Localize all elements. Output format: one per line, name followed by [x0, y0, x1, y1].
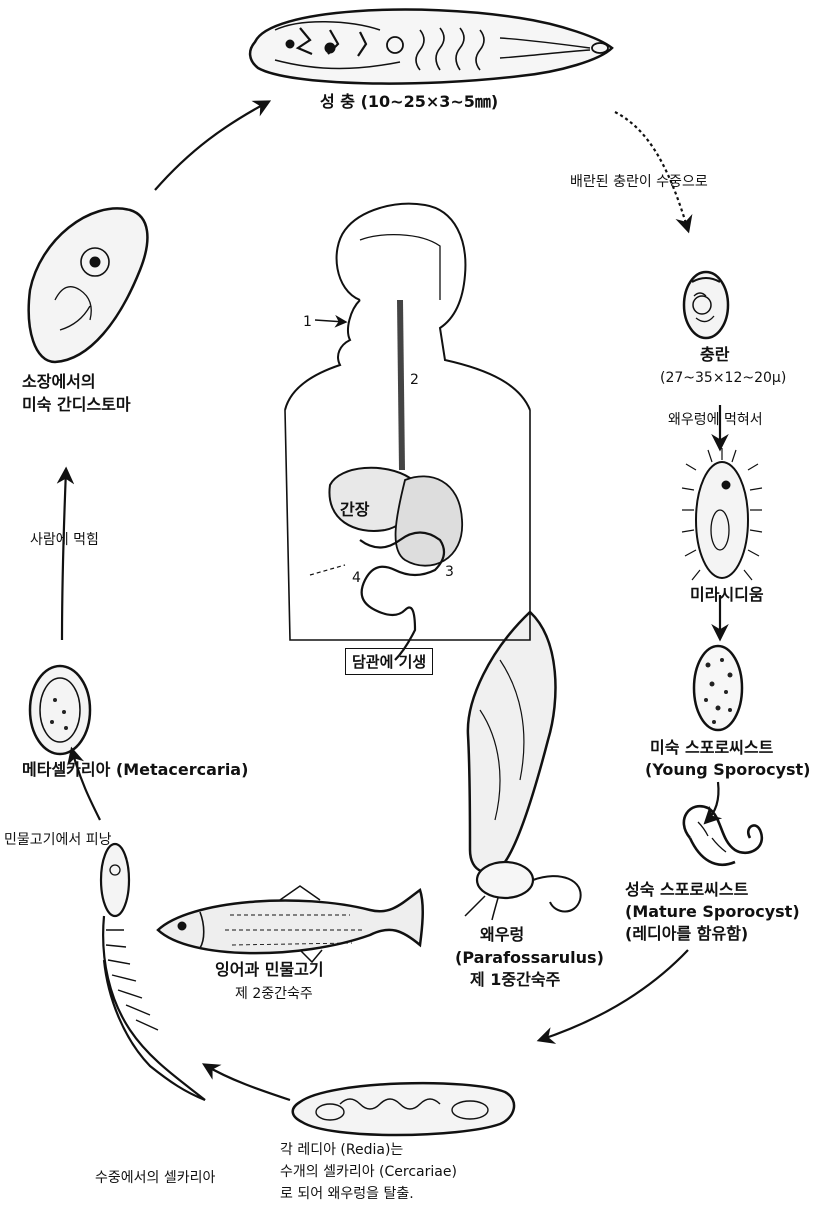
egg-eaten-label: 왜우렁에 먹혀서 — [668, 410, 763, 430]
fig-number-1: 1 — [303, 312, 312, 332]
snail-en-label: (Parafossarulus) — [455, 948, 604, 968]
fish-encyst-label: 민물고기에서 피낭 — [4, 830, 112, 850]
metacercaria-illustration — [30, 666, 90, 754]
liver-label: 간장 — [340, 500, 369, 520]
adult-fluke-illustration — [250, 10, 612, 84]
snail-role-label: 제 1중간숙주 — [470, 970, 560, 990]
redia-line3-label: 로 되어 왜우렁을 탈출. — [280, 1184, 414, 1204]
cercaria-illustration — [101, 844, 205, 1100]
redia-illustration — [293, 1083, 514, 1135]
egg-to-water-label: 배란된 충란이 수중으로 — [570, 172, 708, 192]
miracidium-label: 미라시디움 — [690, 585, 764, 605]
mature-sporocyst-illustration — [684, 806, 762, 865]
mature-sporocyst-en-label: (Mature Sporocyst) — [625, 902, 800, 922]
redia-line2-label: 수개의 셀카리아 (Cercariae) — [280, 1162, 457, 1182]
snail-ko-label: 왜우렁 — [480, 925, 524, 945]
human-eaten-label: 사람에 먹힘 — [30, 530, 99, 550]
fish-role-label: 제 2중간숙주 — [235, 984, 313, 1004]
fish-ko-label: 잉어과 민물고기 — [215, 960, 324, 980]
young-sporocyst-illustration — [694, 646, 742, 730]
fig-number-4: 4 — [352, 568, 361, 588]
fig-number-2: 2 — [410, 370, 419, 390]
juvenile-line1-label: 소장에서의 — [22, 372, 96, 392]
adult-label: 성 충 (10~25×3~5㎜) — [320, 92, 498, 112]
metacercaria-label: 메타셀카리아 (Metacercaria) — [22, 760, 248, 780]
young-sporocyst-ko-label: 미숙 스포로씨스트 — [650, 738, 773, 758]
egg-size-label: (27~35×12~20μ) — [660, 368, 786, 388]
snail-illustration — [465, 612, 581, 920]
bile-duct-label: 담관에 기생 — [345, 648, 433, 675]
cercaria-water-label: 수중에서의 셀카리아 — [95, 1168, 215, 1188]
juvenile-fluke-illustration — [29, 208, 148, 362]
fish-illustration — [158, 886, 423, 962]
mature-sporocyst-ko-label: 성숙 스포로씨스트 — [625, 880, 748, 900]
mature-sporocyst-note-label: (레디아를 함유함) — [625, 924, 748, 944]
egg-illustration — [684, 272, 728, 338]
miracidium-illustration — [682, 448, 762, 580]
redia-line1-label: 각 레디아 (Redia)는 — [280, 1140, 403, 1160]
juvenile-line2-label: 미숙 간디스토마 — [22, 395, 131, 415]
egg-name-label: 충란 — [700, 345, 729, 365]
human-body-illustration — [285, 204, 530, 660]
fig-number-3: 3 — [445, 562, 454, 582]
cycle-arrows — [62, 102, 720, 1100]
young-sporocyst-en-label: (Young Sporocyst) — [645, 760, 810, 780]
